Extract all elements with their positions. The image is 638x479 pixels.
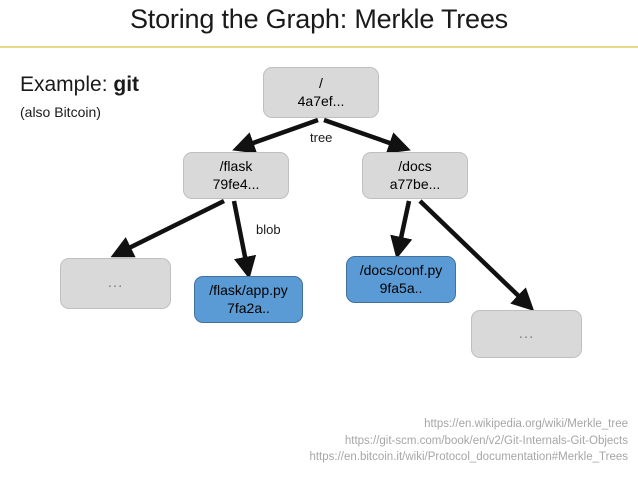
node-docs-path: /docs [398, 158, 432, 174]
node-conf-py-hash: 9fa5a.. [379, 279, 423, 296]
graph-node-ellipsis-right[interactable]: ... [471, 310, 582, 358]
edge-docs-to-conf-py [390, 200, 413, 260]
page-title: Storing the Graph: Merkle Trees [130, 4, 508, 34]
example-label: Example: git [20, 73, 139, 97]
node-root-hash: 4a7ef... [297, 92, 345, 109]
edge-root-to-flask [232, 117, 319, 154]
graph-node-flask[interactable]: /flask 79fe4... [183, 152, 289, 199]
graph-node-ellipsis-left[interactable]: ... [60, 258, 171, 309]
source-link-wikipedia[interactable]: https://en.wikipedia.org/wiki/Merkle_tre… [424, 418, 628, 430]
node-flask-path: /flask [219, 158, 253, 174]
edge-label-tree: tree [310, 130, 333, 145]
example-subcaption: (also Bitcoin) [20, 104, 101, 120]
node-conf-py-path: /docs/conf.py [359, 262, 443, 278]
edge-flask-to-ellipsis-left [110, 198, 225, 258]
edge-flask-to-app-py [231, 200, 257, 280]
graph-node-flask-app-py[interactable]: /flask/app.py 7fa2a.. [194, 276, 303, 323]
example-prefix: Example: [20, 73, 108, 96]
edge-root-to-docs [323, 117, 411, 154]
node-ellipsis-left-label: ... [107, 274, 124, 292]
example-term: git [113, 73, 140, 96]
graph-node-docs-conf-py[interactable]: /docs/conf.py 9fa5a.. [346, 256, 456, 303]
node-docs-hash: a77be... [389, 175, 441, 192]
title-divider [0, 46, 638, 48]
node-ellipsis-right-label: ... [518, 324, 535, 342]
node-root-path: / [319, 75, 323, 91]
node-app-py-path: /flask/app.py [209, 282, 288, 298]
node-flask-hash: 79fe4... [212, 175, 260, 192]
node-app-py-hash: 7fa2a.. [227, 299, 270, 316]
source-link-bitcoin-wiki[interactable]: https://en.bitcoin.it/wiki/Protocol_docu… [309, 451, 628, 464]
graph-node-docs[interactable]: /docs a77be... [362, 152, 468, 199]
edge-label-blob: blob [256, 222, 281, 237]
source-link-git-scm[interactable]: https://git-scm.com/book/en/v2/Git-Inter… [344, 434, 628, 447]
source-links: https://en.wikipedia.org/wiki/Merkle_tre… [309, 416, 628, 466]
graph-node-root[interactable]: / 4a7ef... [263, 67, 379, 118]
